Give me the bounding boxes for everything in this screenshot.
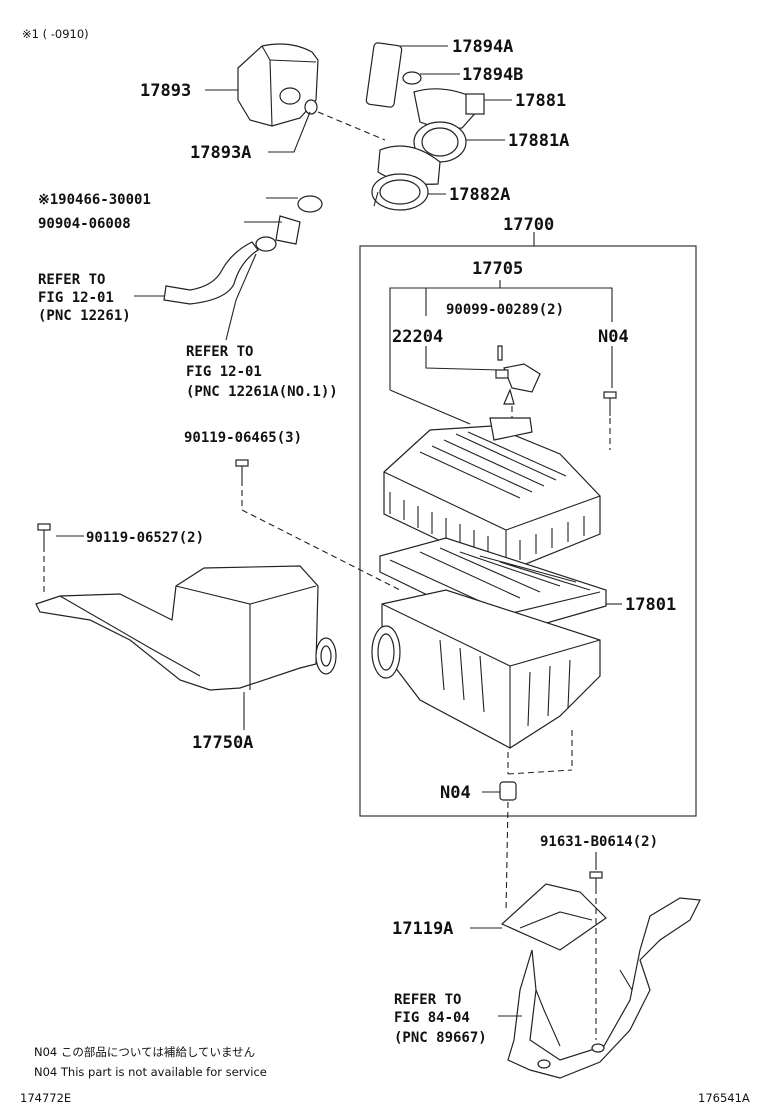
label-17894a: 17894A xyxy=(452,37,513,57)
label-90119-06527: 90119-06527(2) xyxy=(86,530,204,546)
refer-2-line1: REFER TO xyxy=(186,344,253,360)
label-17700: 17700 xyxy=(503,215,554,235)
label-17893a: 17893A xyxy=(190,143,251,163)
label-17119a: 17119A xyxy=(392,919,453,939)
air-cleaner-cover-drawing xyxy=(383,417,601,573)
refer-2-line3: (PNC 12261A(NO.1)) xyxy=(186,384,338,400)
label-17801: 17801 xyxy=(625,595,676,615)
assembly-17700-frame xyxy=(359,245,697,817)
shield-panel-drawing xyxy=(507,897,701,1079)
bolt-90119-06465 xyxy=(235,459,249,486)
label-17894b: 17894B xyxy=(462,65,523,85)
header-note: ※1 ( -0910) xyxy=(22,27,89,41)
bolt-90119-06527 xyxy=(37,523,51,552)
label-90099: 90099-00289(2) xyxy=(446,302,564,318)
airflow-meter-drawing xyxy=(365,42,485,211)
footnote-en: N04 This part is not available for servi… xyxy=(34,1065,267,1079)
label-91631: 91631-B0614(2) xyxy=(540,834,658,850)
label-17750a: 17750A xyxy=(192,733,253,753)
label-17881a: 17881A xyxy=(508,131,569,151)
label-n04-bottom: N04 xyxy=(440,783,471,803)
label-90904: 90904-06008 xyxy=(38,216,131,232)
bolt-91631 xyxy=(589,871,603,894)
label-17881: 17881 xyxy=(515,91,566,111)
resonator-drawing xyxy=(237,43,319,127)
footer-right-code: 176541A xyxy=(698,1091,750,1105)
sensor-22204-drawing xyxy=(495,345,541,405)
air-cleaner-case-drawing xyxy=(371,589,601,749)
refer-1-line2: FIG 12-01 xyxy=(38,290,114,306)
bracket-17119a-drawing xyxy=(500,883,607,951)
clamp-hose-drawing xyxy=(163,195,323,305)
label-22204: 22204 xyxy=(392,327,443,347)
label-17705: 17705 xyxy=(472,259,523,279)
label-17893: 17893 xyxy=(140,81,191,101)
label-190466: ※190466-30001 xyxy=(38,192,151,208)
refer-1-line3: (PNC 12261) xyxy=(38,308,131,324)
footer-left-code: 174772E xyxy=(20,1091,71,1105)
air-filter-drawing xyxy=(379,537,607,635)
refer-3-line3: (PNC 89667) xyxy=(394,1030,487,1046)
refer-3-line2: FIG 84-04 xyxy=(394,1010,470,1026)
refer-1-line1: REFER TO xyxy=(38,272,105,288)
label-17882a: 17882A xyxy=(449,185,510,205)
footnote-jp: N04 この部品については補給していません xyxy=(34,1045,255,1059)
air-inlet-17750a-drawing xyxy=(35,565,337,691)
refer-2-line2: FIG 12-01 xyxy=(186,364,262,380)
grommet-n04-bottom xyxy=(499,781,517,801)
bolt-n04-top xyxy=(603,391,617,416)
label-n04-top: N04 xyxy=(598,327,629,347)
label-90119-06465: 90119-06465(3) xyxy=(184,430,302,446)
refer-3-line1: REFER TO xyxy=(394,992,461,1008)
